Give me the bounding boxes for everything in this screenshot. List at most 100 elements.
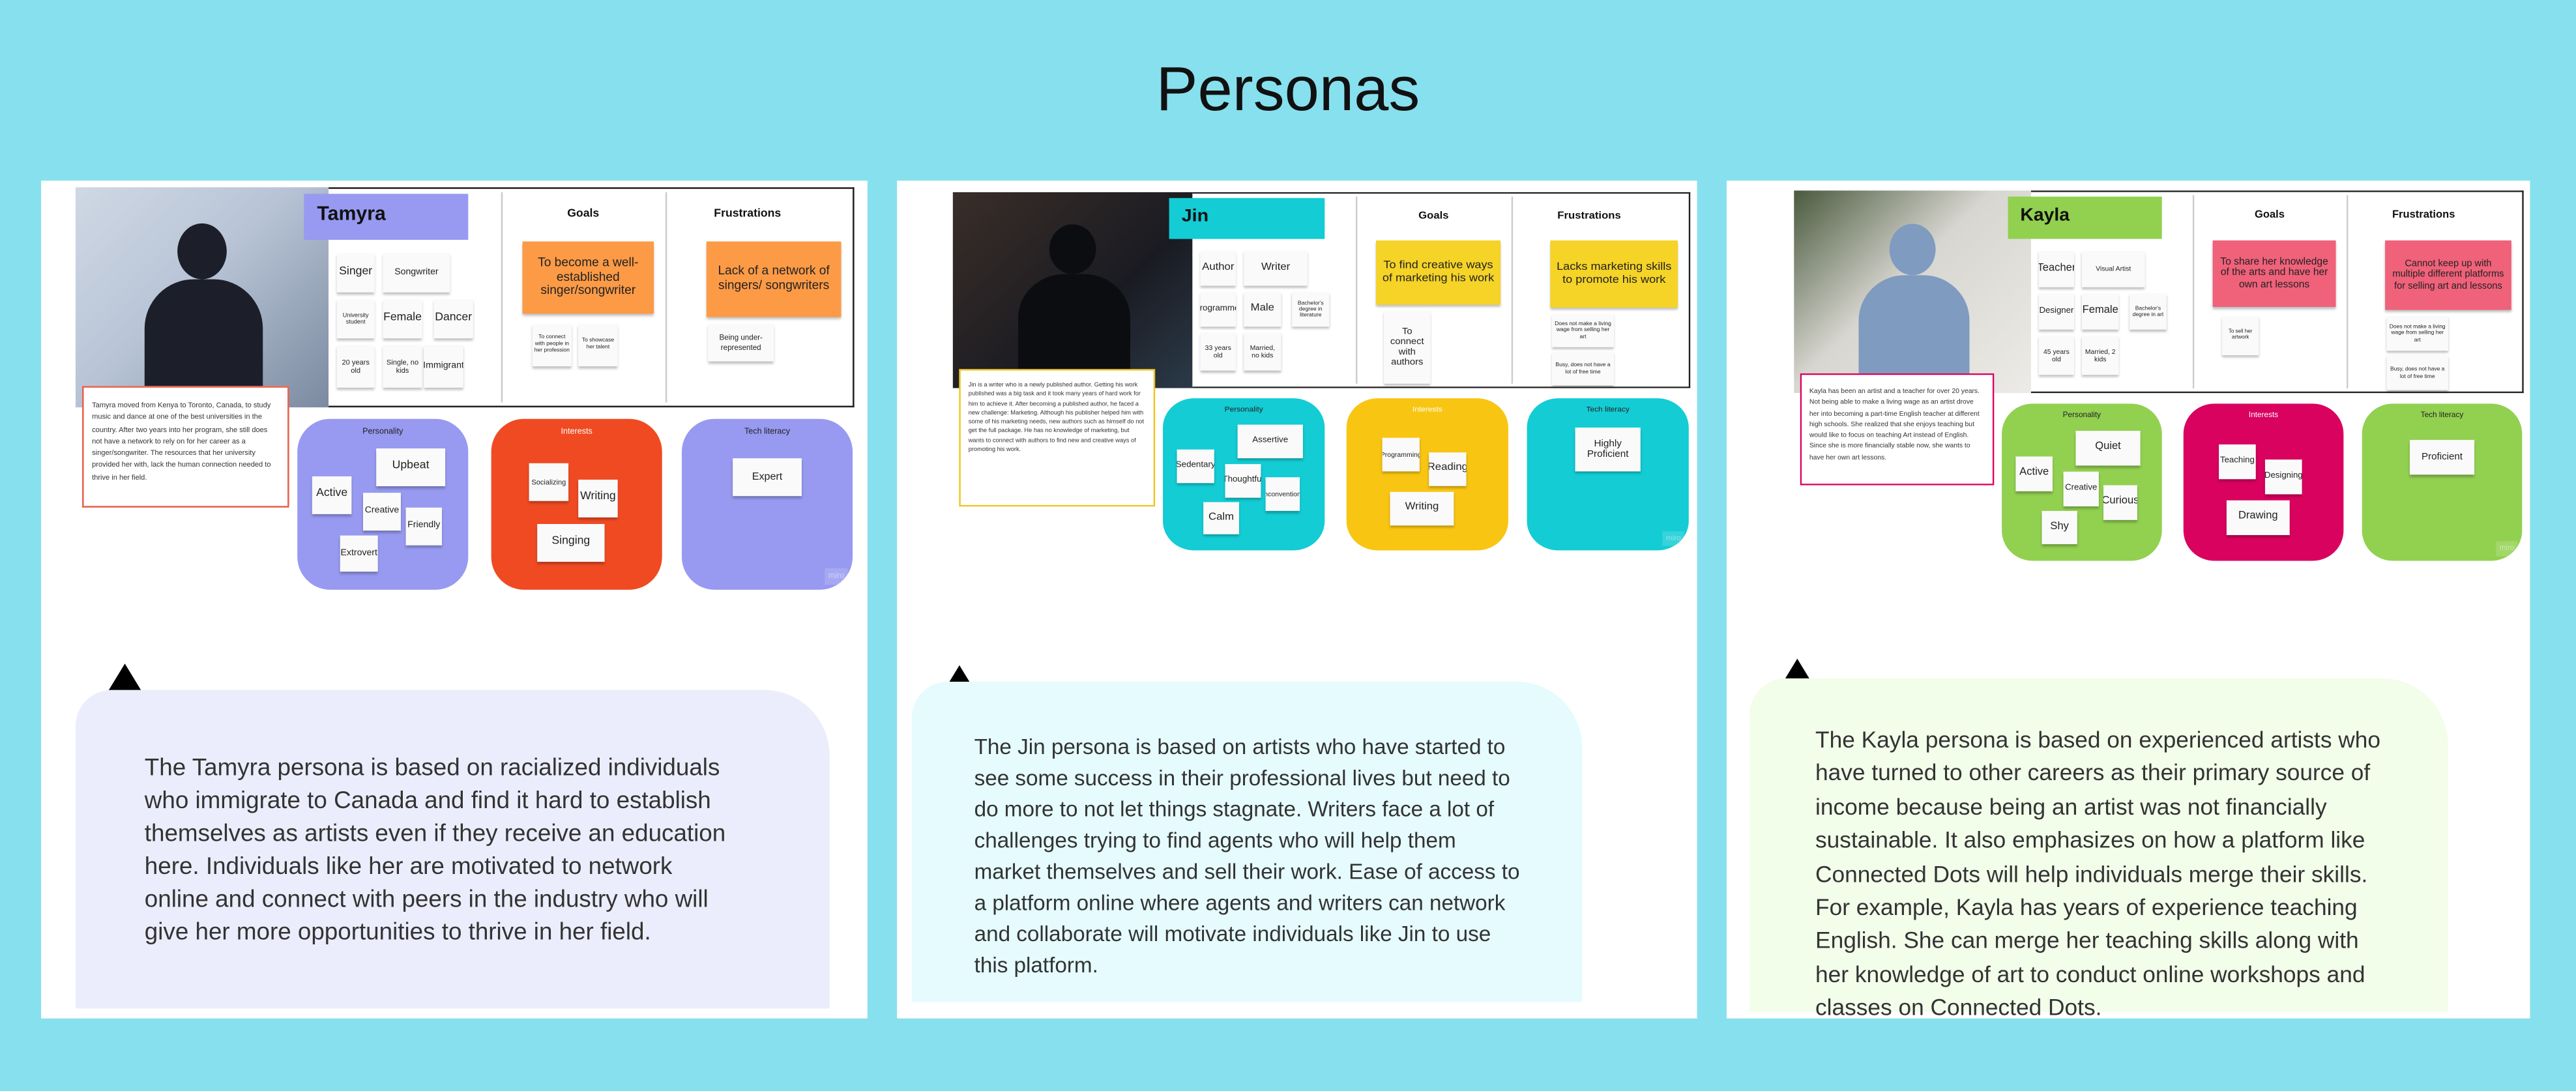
goal-sticky: To showcase her talent	[578, 323, 618, 367]
demographic-sticky: University student	[336, 298, 375, 339]
personality-sticky: Thoughtful	[1225, 464, 1261, 498]
demographic-sticky: Married, no kids	[1244, 332, 1281, 371]
personality-sticky: Curious	[2103, 485, 2137, 520]
interest-sticky: Programming	[1382, 437, 1420, 472]
summary-line: The Tamyra persona is based on racialize…	[144, 755, 720, 782]
tech-literacy-sticky: Proficient	[2409, 439, 2475, 475]
persona-board: JinGoalsFrustrationsAuthorWriterProgramm…	[952, 192, 1692, 551]
goal-main-sticky: To become a well-established singer/song…	[522, 241, 654, 314]
summary-line: challenges trying to find agents who wil…	[974, 828, 1456, 853]
demographic-sticky: 20 years old	[336, 345, 375, 388]
personality-title: Personality	[2062, 411, 2101, 420]
summary-text: The Jin persona is based on artists who …	[974, 731, 1520, 981]
summary-line: see some success in their professional l…	[974, 765, 1510, 791]
personality-sticky: Creative	[363, 493, 401, 531]
frustration-main-sticky: Lack of a network of singers/ songwriter…	[706, 241, 842, 317]
frustration-sticky: Being under-represented	[708, 323, 774, 362]
demographic-sticky: Author	[1200, 250, 1237, 286]
tech-literacy-sticky: Expert	[733, 458, 802, 497]
photo-figure-body	[1858, 275, 1970, 394]
summary-line: income because being an artist was not f…	[1815, 793, 2327, 820]
interest-sticky: Socializing	[529, 463, 569, 501]
frustration-main-sticky: Lacks marketing skills to promote his wo…	[1550, 240, 1678, 308]
demographic-sticky: Designer	[2038, 293, 2075, 330]
demographic-sticky: 45 years old	[2038, 335, 2075, 375]
persona-summary-bubble: The Kayla persona is based on experience…	[1749, 678, 2448, 1021]
persona-name: Kayla	[2008, 196, 2162, 239]
personality-sticky: Shy	[2042, 510, 2077, 544]
personality-sticky: Unconventional	[1265, 477, 1300, 511]
persona-photo	[75, 187, 329, 408]
summary-line: The Jin persona is based on artists who …	[974, 734, 1506, 759]
goal-sticky: To sell her artwork	[2221, 315, 2259, 356]
photo-figure-body	[1018, 274, 1130, 388]
frustration-sticky: Does not make a living wage from selling…	[1551, 313, 1615, 347]
summary-line: a platform online where agents and write…	[974, 890, 1506, 915]
persona-summary-bubble: The Tamyra persona is based on racialize…	[75, 690, 830, 1009]
personality-sticky: Upbeat	[376, 448, 446, 487]
tech-literacy-title: Tech literacy	[744, 427, 791, 437]
interests-title: Interests	[561, 427, 593, 437]
personality-sticky: Quiet	[2075, 431, 2141, 466]
photo-figure-head	[177, 223, 227, 280]
goals-heading: Goals	[1418, 211, 1449, 222]
personality-sticky: Active	[2015, 456, 2053, 491]
personality-card: PersonalityAssertiveSedentaryThoughtfulU…	[1163, 398, 1325, 551]
table-divider	[501, 192, 503, 403]
table-divider	[665, 192, 667, 403]
frustrations-heading: Frustrations	[2392, 210, 2455, 221]
demographic-sticky: Immigrant	[424, 345, 463, 388]
summary-line: online and connect with peers in the ind…	[144, 887, 709, 914]
summary-line: have turned to other careers as their pr…	[1815, 759, 2371, 786]
interest-sticky: Designing	[2264, 459, 2302, 495]
interest-sticky: Drawing	[2226, 500, 2290, 536]
frustrations-heading: Frustrations	[1557, 211, 1621, 222]
persona-name: Jin	[1169, 197, 1325, 239]
summary-line: English. She can merge her teaching skil…	[1815, 927, 2359, 953]
miro-watermark: miro	[1662, 531, 1684, 546]
frustration-sticky: Does not make a living wage from selling…	[2386, 315, 2448, 351]
miro-watermark: miro	[2496, 541, 2518, 557]
interests-title: Interests	[1412, 405, 1442, 415]
photo-figure-head	[1049, 224, 1096, 274]
demographic-sticky: Female	[2081, 293, 2119, 330]
interest-sticky: Reading	[1429, 452, 1467, 486]
goals-heading: Goals	[567, 209, 600, 220]
personality-sticky: Friendly	[405, 507, 442, 546]
frustrations-heading: Frustrations	[714, 209, 782, 220]
demographic-sticky: Visual Artist	[2081, 251, 2145, 287]
personality-title: Personality	[1224, 405, 1263, 415]
personality-sticky: Extrovert	[340, 535, 378, 572]
interest-sticky: Writing	[578, 479, 618, 517]
summary-line: For example, Kayla has years of experien…	[1815, 894, 2358, 920]
personality-sticky: Creative	[2063, 471, 2099, 506]
summary-line: market themselves and sell their work. E…	[974, 859, 1520, 884]
summary-line: here. Individuals like her are motivated…	[144, 854, 673, 880]
demographic-sticky: Singer	[336, 253, 375, 293]
frustration-sticky: Busy, does not have a lot of free time	[1551, 351, 1615, 385]
summary-text: The Tamyra persona is based on racialize…	[145, 752, 725, 949]
demographic-sticky: Programmer	[1200, 291, 1237, 327]
summary-line: who immigrate to Canada and find it hard…	[144, 788, 711, 815]
table-divider	[1511, 196, 1514, 384]
tech-literacy-title: Tech literacy	[2420, 411, 2464, 420]
goals-heading: Goals	[2255, 210, 2285, 221]
demographic-sticky: Dancer	[433, 298, 473, 339]
persona-bio: Jin is a writer who is a newly published…	[959, 369, 1156, 507]
summary-line: do more to not let things stagnate. Writ…	[974, 796, 1495, 822]
demographic-sticky: Songwriter	[383, 253, 450, 293]
demographic-sticky: Bachelor's degree in art	[2130, 293, 2167, 330]
demographic-sticky: Writer	[1244, 250, 1308, 286]
demographic-sticky: Male	[1244, 291, 1281, 327]
table-divider	[1356, 196, 1358, 384]
goal-sticky: To connect with people in her profession	[532, 323, 572, 367]
demographic-sticky: Female	[383, 298, 422, 339]
